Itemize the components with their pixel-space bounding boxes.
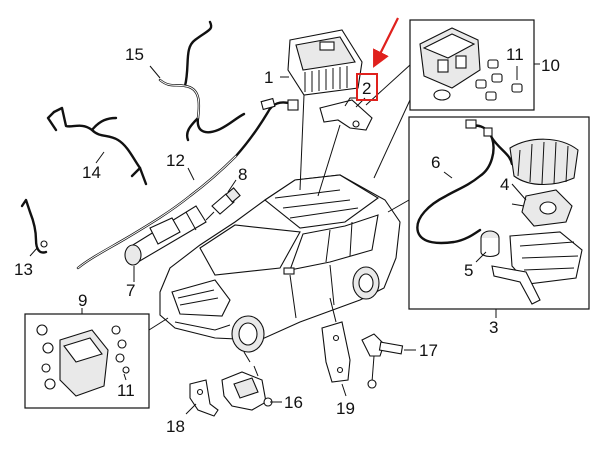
leader-18 xyxy=(185,403,197,415)
callout-19: 19 xyxy=(336,399,355,418)
part-8-sensor xyxy=(205,187,241,221)
callout-5: 5 xyxy=(464,261,473,280)
callout-18: 18 xyxy=(166,417,185,436)
part-17-sensor xyxy=(361,333,404,389)
leader-15 xyxy=(149,65,161,79)
callout-11-compressor: 11 xyxy=(506,45,524,64)
part-10-group-box xyxy=(365,19,540,179)
callout-13: 13 xyxy=(14,260,33,279)
callout-14: 14 xyxy=(82,163,101,182)
leader-4 xyxy=(511,183,527,201)
callout-17: 17 xyxy=(419,341,438,360)
part-1-control-module xyxy=(287,29,363,96)
part-7-pipe xyxy=(124,205,207,266)
part-15-wiring-harness xyxy=(158,20,246,142)
callout-6: 6 xyxy=(431,153,440,172)
callout-10: 10 xyxy=(541,56,560,75)
leader-6 xyxy=(443,171,453,179)
callout-11-valve: 11 xyxy=(117,381,135,400)
leader-13 xyxy=(29,246,39,257)
leader-12 xyxy=(187,167,195,181)
part-13-wiring-harness xyxy=(20,198,48,254)
callout-9: 9 xyxy=(78,291,87,310)
highlight-callout-2 xyxy=(356,17,399,101)
highlight-box xyxy=(356,73,378,101)
leader-5 xyxy=(475,251,487,263)
highlight-arrow xyxy=(373,17,399,68)
callout-12: 12 xyxy=(166,151,185,170)
leader-1 xyxy=(299,94,305,191)
callout-2: 2 xyxy=(362,79,371,98)
part-16-bracket xyxy=(221,365,273,411)
callout-4: 4 xyxy=(500,175,509,194)
callout-8: 8 xyxy=(238,165,247,184)
part-18-bracket xyxy=(189,379,219,417)
callout-labels: 1 2 3 4 5 6 7 8 9 10 11 11 12 13 14 15 1… xyxy=(14,45,560,436)
leader-19-car xyxy=(329,297,337,323)
callout-3: 3 xyxy=(489,318,498,337)
callout-1: 1 xyxy=(264,68,273,87)
part-3-group-box xyxy=(387,116,590,318)
callout-15: 15 xyxy=(125,45,144,64)
part-19-bracket xyxy=(321,321,351,383)
leader-8 xyxy=(227,179,237,193)
leader-2 xyxy=(317,124,341,197)
part-2-bracket xyxy=(319,97,373,131)
callout-16: 16 xyxy=(284,393,303,412)
part-9-group-box xyxy=(24,308,169,409)
part-12-line xyxy=(76,97,299,270)
leader-16-car xyxy=(243,351,251,363)
part-14-wiring-harness xyxy=(46,106,148,186)
leader-19 xyxy=(341,383,347,397)
callout-7: 7 xyxy=(126,281,135,300)
leader-14 xyxy=(95,151,105,164)
vehicle-illustration xyxy=(159,174,401,353)
